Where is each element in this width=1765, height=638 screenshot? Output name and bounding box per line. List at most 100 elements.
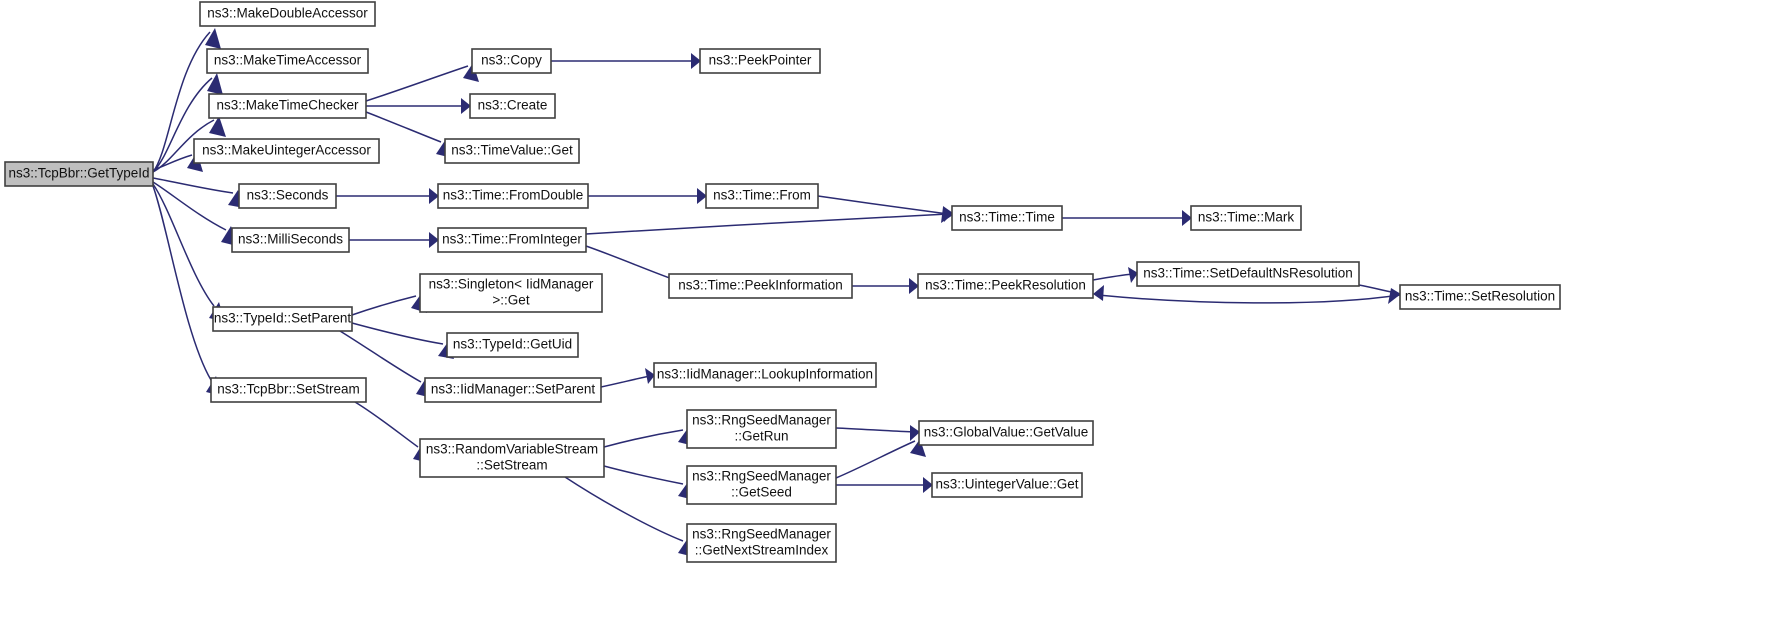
graph-node[interactable]: ns3::MakeDoubleAccessor xyxy=(199,1,376,27)
node-box[interactable] xyxy=(471,48,552,74)
graph-node[interactable]: ns3::MilliSeconds xyxy=(231,227,350,253)
graph-node[interactable]: ns3::IidManager::LookupInformation xyxy=(653,362,877,388)
graph-node[interactable]: ns3::MakeTimeAccessor xyxy=(206,48,369,74)
node-label: ns3::PeekPointer xyxy=(709,53,812,68)
node-box[interactable] xyxy=(1190,205,1302,231)
graph-node[interactable]: ns3::GlobalValue::GetValue xyxy=(918,420,1094,446)
node-label: ns3::Create xyxy=(478,98,548,113)
node-label: ::GetSeed xyxy=(731,485,792,500)
node-box[interactable] xyxy=(199,1,376,27)
node-label: ns3::Time::PeekInformation xyxy=(678,278,843,293)
graph-node[interactable]: ns3::TcpBbr::SetStream xyxy=(210,377,367,403)
graph-node[interactable]: ns3::Time::PeekInformation xyxy=(668,273,853,299)
graph-node[interactable]: ns3::Time::Time xyxy=(951,205,1063,231)
graph-node[interactable]: ns3::Copy xyxy=(471,48,552,74)
call-edge xyxy=(152,28,221,173)
node-label: ns3::Time::FromDouble xyxy=(443,188,584,203)
graph-node[interactable]: ns3::MakeUintegerAccessor xyxy=(193,138,380,164)
node-box[interactable] xyxy=(208,93,367,119)
node-label: ns3::MakeUintegerAccessor xyxy=(202,143,371,158)
node-box[interactable] xyxy=(653,362,877,388)
call-edge xyxy=(336,188,439,204)
node-box[interactable] xyxy=(238,183,337,209)
node-box[interactable] xyxy=(419,438,605,478)
call-edge xyxy=(366,98,471,114)
node-box[interactable] xyxy=(444,138,580,164)
node-label: ns3::MilliSeconds xyxy=(238,232,343,247)
graph-node[interactable]: ns3::RngSeedManager::GetSeed xyxy=(686,465,837,505)
graph-node[interactable]: ns3::MakeTimeChecker xyxy=(208,93,367,119)
graph-node[interactable]: ns3::Singleton< IidManager>::Get xyxy=(419,273,603,313)
call-edge xyxy=(835,439,926,479)
node-label: ns3::RngSeedManager xyxy=(692,469,831,484)
call-edge xyxy=(351,322,454,359)
node-box[interactable] xyxy=(686,523,837,563)
node-box[interactable] xyxy=(686,409,837,449)
arrow-head-icon xyxy=(429,188,439,204)
node-box[interactable] xyxy=(212,306,353,332)
node-box[interactable] xyxy=(1136,261,1360,287)
node-box[interactable] xyxy=(918,420,1094,446)
graph-node[interactable]: ns3::Time::PeekResolution xyxy=(917,273,1094,299)
node-box[interactable] xyxy=(206,48,369,74)
graph-node[interactable]: ns3::TypeId::SetParent xyxy=(212,306,353,332)
graph-node[interactable]: ns3::Time::SetDefaultNsResolution xyxy=(1136,261,1360,287)
node-box[interactable] xyxy=(437,183,589,209)
node-box[interactable] xyxy=(231,227,350,253)
node-box[interactable] xyxy=(446,332,579,358)
call-edge xyxy=(354,401,429,463)
node-box[interactable] xyxy=(437,227,587,253)
node-box[interactable] xyxy=(931,472,1083,498)
call-edge xyxy=(836,477,933,493)
arrow-head-icon xyxy=(923,477,933,493)
node-label: ns3::RngSeedManager xyxy=(692,527,831,542)
node-label: ns3::IidManager::SetParent xyxy=(431,382,596,397)
arrow-head-icon xyxy=(207,73,223,95)
nodes-layer: ns3::TcpBbr::GetTypeId ns3::MakeDoubleAcc… xyxy=(4,1,1561,563)
arrow-head-icon xyxy=(909,278,919,294)
node-box[interactable] xyxy=(469,93,556,119)
node-box[interactable] xyxy=(668,273,853,299)
arrow-head-icon xyxy=(697,188,707,204)
graph-node[interactable]: ns3::PeekPointer xyxy=(699,48,821,74)
node-box[interactable] xyxy=(1399,284,1561,310)
node-label: ns3::Time::SetResolution xyxy=(1405,289,1555,304)
graph-node[interactable]: ns3::RngSeedManager::GetNextStreamIndex xyxy=(686,523,837,563)
graph-node-root[interactable]: ns3::TcpBbr::GetTypeId xyxy=(4,161,154,187)
arrow-head-icon xyxy=(461,98,471,114)
graph-node[interactable]: ns3::Time::FromDouble xyxy=(437,183,589,209)
graph-node[interactable]: ns3::TimeValue::Get xyxy=(444,138,580,164)
node-label: ns3::Singleton< IidManager xyxy=(429,277,594,292)
arrow-head-icon xyxy=(209,116,226,137)
graph-node[interactable]: ns3::Time::From xyxy=(705,183,819,209)
node-label: ns3::Time::Mark xyxy=(1198,210,1295,225)
node-box[interactable] xyxy=(193,138,380,164)
graph-node[interactable]: ns3::Time::FromInteger xyxy=(437,227,587,253)
call-edge xyxy=(564,476,694,557)
node-box[interactable] xyxy=(210,377,367,403)
node-box[interactable] xyxy=(686,465,837,505)
graph-node[interactable]: ns3::TypeId::GetUid xyxy=(446,332,579,358)
node-box[interactable] xyxy=(419,273,603,313)
graph-node[interactable]: ns3::Seconds xyxy=(238,183,337,209)
node-label: ns3::Time::PeekResolution xyxy=(925,278,1086,293)
graph-node[interactable]: ns3::IidManager::SetParent xyxy=(424,377,602,403)
graph-node[interactable]: ns3::RngSeedManager::GetRun xyxy=(686,409,837,449)
node-box[interactable] xyxy=(705,183,819,209)
node-label: ns3::TcpBbr::SetStream xyxy=(217,382,360,397)
node-box[interactable] xyxy=(917,273,1094,299)
node-box[interactable] xyxy=(951,205,1063,231)
graph-node[interactable]: ns3::Time::SetResolution xyxy=(1399,284,1561,310)
graph-node[interactable]: ns3::UintegerValue::Get xyxy=(931,472,1083,498)
node-label: ns3::Time::SetDefaultNsResolution xyxy=(1143,266,1353,281)
node-box[interactable] xyxy=(424,377,602,403)
call-edge xyxy=(351,294,427,316)
node-box[interactable] xyxy=(699,48,821,74)
graph-node[interactable]: ns3::Time::Mark xyxy=(1190,205,1302,231)
node-label: ::GetNextStreamIndex xyxy=(695,543,829,558)
graph-node[interactable]: ns3::Create xyxy=(469,93,556,119)
graph-node[interactable]: ns3::RandomVariableStream::SetStream xyxy=(419,438,605,478)
arrow-head-icon xyxy=(429,232,439,248)
arrow-head-icon xyxy=(463,63,479,82)
node-box[interactable] xyxy=(4,161,154,187)
